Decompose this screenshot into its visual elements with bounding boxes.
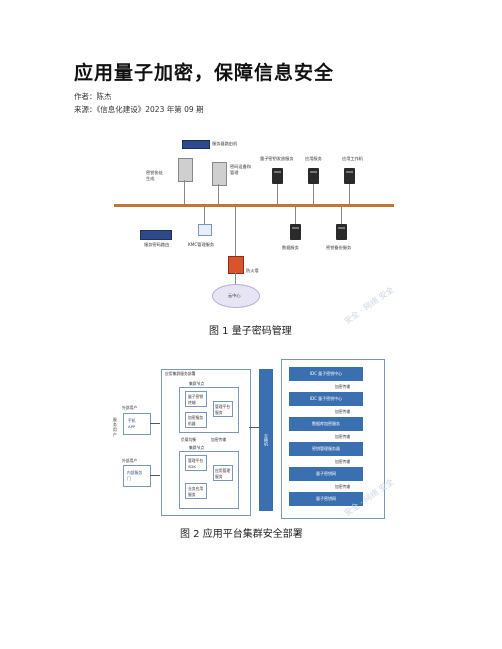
connector	[295, 207, 296, 224]
switch-panel: 交换机	[259, 369, 273, 511]
link-label: 加密传输	[335, 459, 351, 464]
mid-label: 负载均衡	[181, 437, 197, 442]
right-block-4: 密钥管理服务器	[289, 442, 363, 456]
left-b-label: 外部用户	[122, 458, 138, 463]
arrow	[150, 475, 160, 476]
group-b-label: 集群节点	[189, 445, 205, 450]
router-icon	[182, 140, 210, 149]
right-block-5: 量子密钥网	[289, 467, 363, 481]
article-title: 应用量子加密，保障信息安全	[74, 62, 335, 84]
figure-2-caption: 图 2 应用平台集群安全部署	[180, 529, 303, 540]
node-a2-label: 加密服务 机器	[188, 415, 204, 426]
firewall-icon	[228, 256, 244, 274]
right-block-4-label: 密钥管理服务器	[312, 446, 340, 451]
router-left-label: 服务密码路由	[144, 242, 170, 247]
connector	[277, 184, 278, 204]
switch-label: 交换机	[264, 434, 269, 446]
author-line: 作者：陈杰	[74, 92, 112, 101]
node-b1: 管理平台 SDK	[185, 455, 207, 471]
cloud-app-label: 数据服务	[282, 245, 299, 250]
node-b1-label: 管理平台 SDK	[188, 458, 204, 469]
server-tower-icon	[212, 162, 227, 186]
node-b3-label: 业务应用 服务	[188, 486, 204, 497]
left-b-box: 内部服务 门	[123, 465, 151, 487]
right-block-3: 数据库加密服务	[289, 417, 363, 431]
kms-label: KMC管理服务	[188, 242, 215, 247]
group-a-label: 集群节点	[189, 381, 205, 386]
left-a-box: 手机 APP	[123, 413, 151, 435]
node-a3-label: 管理平台 服务	[215, 404, 231, 415]
app-pc-label: 应用工作机	[342, 156, 363, 161]
link-label: 加密传输	[335, 409, 351, 414]
node-b2: 应用管理 服务	[213, 465, 233, 481]
left-a-inner: 手机 APP	[128, 418, 136, 429]
figure-1-caption: 图 1 量子密码管理	[209, 326, 292, 337]
key-mgmt-label: 密码设备和 管理	[230, 164, 251, 175]
connector	[218, 184, 219, 204]
figure-1-diagram: 服务器路由机 密钥协处 生成 密码设备和 管理 量子密钥发放服务 应用服务 应用…	[100, 132, 400, 312]
node-a1: 量子密钥 终端	[185, 391, 207, 407]
right-block-6: 量子密钥网	[289, 492, 363, 506]
server-icon	[308, 168, 319, 184]
right-block-2-label: IDC 量子密钥中心	[309, 396, 343, 401]
connector	[235, 207, 236, 256]
link-label: 加密传输	[335, 484, 351, 489]
mid2-label: 加密传输	[211, 437, 227, 442]
server-icon	[290, 224, 301, 240]
node-a1-label: 量子密钥 终端	[188, 394, 204, 405]
firewall-label: 防火墙	[246, 268, 259, 273]
monitor-icon	[198, 224, 212, 236]
left-a-label: 外部用户	[122, 405, 138, 410]
right-block-3-label: 数据库加密服务	[312, 421, 340, 426]
arrow	[249, 427, 259, 428]
router-label: 服务器路由机	[212, 141, 238, 146]
connector	[184, 180, 185, 204]
right-block-1: IDC 量子密钥中心	[289, 367, 363, 381]
arrow	[150, 423, 160, 424]
node-a2: 加密服务 机器	[185, 412, 207, 428]
app-server-label: 应用服务	[305, 156, 322, 161]
node-b2-label: 应用管理 服务	[215, 468, 231, 479]
link-label: 加密传输	[335, 434, 351, 439]
cloud-label: 云中心	[228, 293, 241, 298]
connector	[235, 272, 236, 284]
figure-2-diagram: 服务用户 外部用户 手机 APP 外部用户 内部服务 门 应用集群服务部署 集群…	[113, 357, 385, 519]
server-icon	[272, 168, 283, 184]
right-block-1-label: IDC 量子密钥中心	[309, 371, 343, 376]
connector	[341, 207, 342, 224]
router-icon	[140, 230, 172, 240]
key-backup-label: 密钥备份服务	[326, 245, 352, 250]
key-gen-label: 密钥协处 生成	[146, 170, 163, 181]
server-icon	[344, 168, 355, 184]
cluster-title: 应用集群服务部署	[165, 371, 196, 376]
side-text: 服务用户	[113, 417, 117, 437]
connector	[204, 207, 205, 224]
right-block-2: IDC 量子密钥中心	[289, 392, 363, 406]
node-a3: 管理平台 服务	[213, 401, 233, 417]
source-line: 来源：《信息化建设》2023 年第 09 期	[74, 105, 204, 114]
connector	[313, 184, 314, 204]
server-icon	[336, 224, 347, 240]
cloud-icon	[212, 284, 260, 308]
network-bus	[114, 204, 394, 207]
quantum-dist-label: 量子密钥发放服务	[260, 156, 294, 161]
node-b3: 业务应用 服务	[185, 483, 207, 499]
right-block-5-label: 量子密钥网	[316, 471, 336, 476]
right-block-6-label: 量子密钥网	[316, 496, 336, 501]
link-label: 加密传输	[335, 384, 351, 389]
connector	[349, 184, 350, 204]
server-tower-icon	[178, 158, 193, 182]
left-b-inner: 内部服务 门	[127, 470, 143, 481]
